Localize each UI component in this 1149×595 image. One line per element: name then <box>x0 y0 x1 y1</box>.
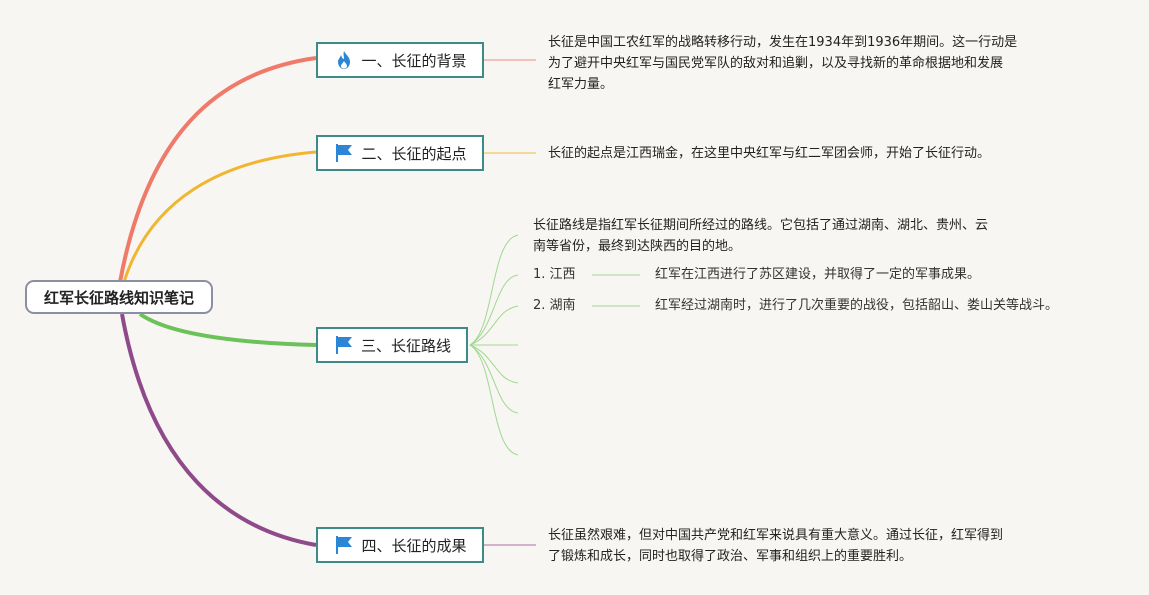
note-line: 了锻炼和成长，同时也取得了政治、军事和组织上的重要胜利。 <box>548 549 913 564</box>
note-background: 长征是中国工农红军的战略转移行动，发生在1934年到1936年期间。这一行动是 … <box>548 32 1017 95</box>
flag-icon <box>333 142 355 164</box>
topic-label: 四、长征的成果 <box>361 536 467 555</box>
subtopic-desc: 红军经过湖南时，进行了几次重要的战役，包括韶山、娄山关等战斗。 <box>655 298 1059 313</box>
root-topic[interactable]: 红军长征路线知识笔记 <box>25 280 213 314</box>
root-title: 红军长征路线知识笔记 <box>43 288 194 307</box>
branch-line-3 <box>138 312 317 347</box>
topic-route[interactable]: 三、长征路线 <box>316 327 468 363</box>
flame-icon <box>333 49 355 71</box>
note-line: 为了避开中央红军与国民党军队的敌对和追剿，以及寻找新的革命根据地和发展 <box>548 56 1004 71</box>
note-line: 长征虽然艰难，但对中国共产党和红军来说具有重大意义。通过长征，红军得到 <box>548 528 1004 543</box>
note-results: 长征虽然艰难，但对中国共产党和红军来说具有重大意义。通过长征，红军得到 了锻炼和… <box>548 525 1003 567</box>
flag-icon <box>333 334 355 356</box>
branch-line-2 <box>122 150 317 283</box>
topic-label: 三、长征路线 <box>360 336 451 355</box>
topic-background[interactable]: 一、长征的背景 <box>316 42 484 78</box>
topic-label: 一、长征的背景 <box>361 51 467 70</box>
subtopic-fan <box>469 234 519 456</box>
topic-results[interactable]: 四、长征的成果 <box>316 527 484 563</box>
note-line: 长征是中国工农红军的战略转移行动，发生在1934年到1936年期间。这一行动是 <box>548 35 1018 50</box>
topic-label: 二、长征的起点 <box>361 144 467 163</box>
note-line: 红军力量。 <box>548 77 614 92</box>
note-line: 长征路线是指红军长征期间所经过的路线。它包括了通过湖南、湖北、贵州、云 <box>533 218 989 233</box>
subtopic-item[interactable]: 1. 江西 <box>533 267 576 282</box>
branch-line-1 <box>118 56 317 283</box>
branch-line-4 <box>120 313 317 547</box>
note-line: 南等省份，最终到达陕西的目的地。 <box>533 239 742 254</box>
note-route: 长征路线是指红军长征期间所经过的路线。它包括了通过湖南、湖北、贵州、云 南等省份… <box>533 215 988 257</box>
subtopic-item[interactable]: 2. 湖南 <box>533 298 576 313</box>
note-line: 长征的起点是江西瑞金，在这里中央红军与红二军团会师，开始了长征行动。 <box>548 146 991 161</box>
flag-icon <box>333 534 355 556</box>
note-start-point: 长征的起点是江西瑞金，在这里中央红军与红二军团会师，开始了长征行动。 <box>548 143 990 164</box>
topic-start-point[interactable]: 二、长征的起点 <box>316 135 484 171</box>
subtopic-desc: 红军在江西进行了苏区建设，并取得了一定的军事成果。 <box>655 267 981 282</box>
